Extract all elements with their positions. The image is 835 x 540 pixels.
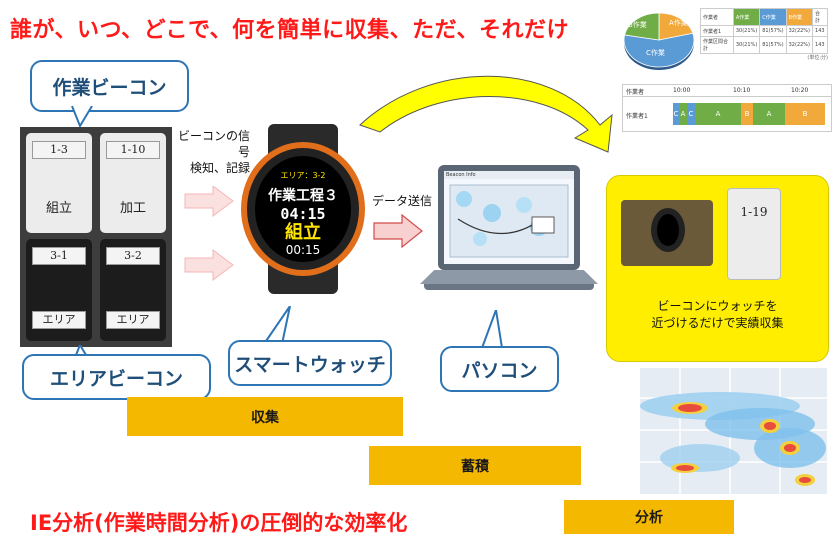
- wrist-photo: [621, 200, 713, 266]
- table-header-cell: 合計: [812, 8, 828, 26]
- timeline-bar-track: C A C A B A B: [673, 103, 828, 125]
- laptop: Beacon Info: [420, 165, 598, 315]
- heatmap: [640, 368, 827, 494]
- step-store: 蓄積: [369, 446, 581, 485]
- timeline-tick: 10:10: [733, 87, 751, 94]
- signal-note: ビーコンの信号 検知、記録: [170, 128, 250, 176]
- table-row: 作業区間合計 30(21%) 81(57%) 32(22%) 143: [700, 36, 828, 54]
- pc-floor-map: [449, 184, 569, 258]
- pie-chart: A作業 B作業 C作業: [623, 12, 695, 70]
- timeline-chart: 作業者 10:00 10:10 10:20 作業者1 C A C A B A B: [622, 84, 832, 132]
- laptop-screen: Beacon Info: [444, 171, 574, 264]
- beacon-id: 1-3: [32, 141, 86, 159]
- timeline-tick: 10:00: [673, 87, 691, 94]
- watch-area: エリア：3-2: [280, 171, 326, 180]
- timeline-segment: A: [679, 103, 687, 125]
- table-header-cell: A作業: [732, 8, 761, 26]
- callout-smartwatch: スマートウォッチ: [228, 340, 392, 386]
- watch-time: 04:15: [280, 205, 326, 223]
- callout-tail: [481, 310, 503, 349]
- callout-tail: [263, 306, 291, 345]
- watch-task: 組立: [285, 222, 321, 243]
- table-cell: 143: [812, 25, 828, 37]
- beacon-device: 3-1 エリア: [26, 239, 92, 341]
- timeline-row-header: 作業者: [626, 89, 645, 96]
- data-send-label: データ送信: [372, 194, 433, 208]
- beacon-photo: 1-3 組立 1-10 加工 3-1 エリア 3-2 エリア: [20, 127, 172, 347]
- curved-arrow: [359, 75, 613, 153]
- timeline-segment: B: [785, 103, 825, 125]
- beacon-id: 3-2: [106, 247, 160, 265]
- callout-pc: パソコン: [440, 346, 559, 392]
- watch-process: 作業工程３: [268, 188, 338, 204]
- timeline-segment: A: [753, 103, 785, 125]
- table-cell: 32(22%): [785, 25, 814, 37]
- beacon-name: 加工: [119, 201, 146, 216]
- pie-chart-area: A作業 B作業 C作業: [622, 5, 697, 75]
- callout-area-beacon: エリアビーコン: [22, 354, 211, 400]
- pie-slice: [624, 12, 660, 41]
- table-unit: (単位:分): [807, 55, 828, 61]
- footer-title: IE分析(作業時間分析)の圧倒的な効率化: [30, 511, 408, 535]
- beacon-id: 1-19: [740, 205, 768, 219]
- watch-elapsed: 00:15: [285, 243, 321, 257]
- watch-face: エリア：3-2 作業工程３ 04:15 組立 00:15: [255, 156, 351, 262]
- work-summary-table: 作業者 A作業 C作業 B作業 合計 作業者1 30(21%) 81(57%) …: [700, 8, 828, 61]
- beacon-device: 3-2 エリア: [100, 239, 166, 341]
- step-collect: 収集: [127, 397, 403, 436]
- tap-caption: ビーコンにウォッチを 近づけるだけで実績収集: [607, 298, 828, 332]
- pc-app-title: Beacon Info: [444, 171, 574, 179]
- beacon-to-watch-arrows: [184, 186, 234, 281]
- table-row: 作業者1 30(21%) 81(57%) 32(22%) 143: [700, 25, 828, 37]
- table-cell: 30(21%): [732, 36, 761, 54]
- beacon-name: エリア: [106, 311, 160, 329]
- headline: 誰が、いつ、どこで、何を簡単に収集、ただ、それだけ: [10, 18, 569, 43]
- timeline-segment: A: [695, 103, 741, 125]
- signal-note-line: 検知、記録: [189, 161, 250, 175]
- table-cell: 作業区間合計: [700, 36, 734, 54]
- table-cell: 143: [812, 36, 828, 54]
- tap-collect-panel: 1-19 ビーコンにウォッチを 近づけるだけで実績収集: [606, 175, 829, 362]
- beacon-id: 3-1: [32, 247, 86, 265]
- timeline-segment: C: [673, 103, 679, 125]
- tap-caption-line: ビーコンにウォッチを: [657, 299, 778, 313]
- tap-caption-line: 近づけるだけで実績収集: [651, 316, 784, 330]
- step-analyze: 分析: [564, 500, 734, 534]
- signal-note-line: ビーコンの信号: [177, 129, 250, 159]
- pie-slice: [658, 12, 694, 41]
- beacon-device: 1-3 組立: [26, 133, 92, 233]
- table-header-cell: C作業: [759, 8, 787, 26]
- beacon-device: 1-19: [727, 188, 781, 280]
- timeline-tick: 10:20: [791, 87, 809, 94]
- table-cell: 81(57%): [759, 25, 787, 37]
- callout-tail: [71, 106, 93, 128]
- table-cell: 32(22%): [785, 36, 814, 54]
- table-cell: 81(57%): [759, 36, 787, 54]
- table-header-cell: 作業者: [700, 8, 734, 26]
- beacon-name: エリア: [32, 311, 86, 329]
- table-cell: 30(21%): [732, 25, 761, 37]
- timeline-segment: C: [687, 103, 695, 125]
- table-cell: 作業者1: [700, 25, 734, 37]
- beacon-name: 組立: [45, 201, 72, 216]
- timeline-segment: B: [741, 103, 753, 125]
- data-send-arrow: [373, 213, 423, 249]
- table-header-cell: B作業: [785, 8, 814, 26]
- beacon-id: 1-10: [106, 141, 160, 159]
- pie-label-a: A作業: [669, 18, 688, 27]
- pie-slice: [623, 32, 695, 68]
- pie-label-c: C作業: [646, 48, 665, 57]
- smartwatch: エリア：3-2 作業工程３ 04:15 組立 00:15: [238, 124, 368, 294]
- callout-work-beacon: 作業ビーコン: [30, 60, 189, 112]
- beacon-device: 1-10 加工: [100, 133, 166, 233]
- pie-label-b: B作業: [628, 20, 647, 29]
- timeline-row-label: 作業者1: [626, 113, 648, 120]
